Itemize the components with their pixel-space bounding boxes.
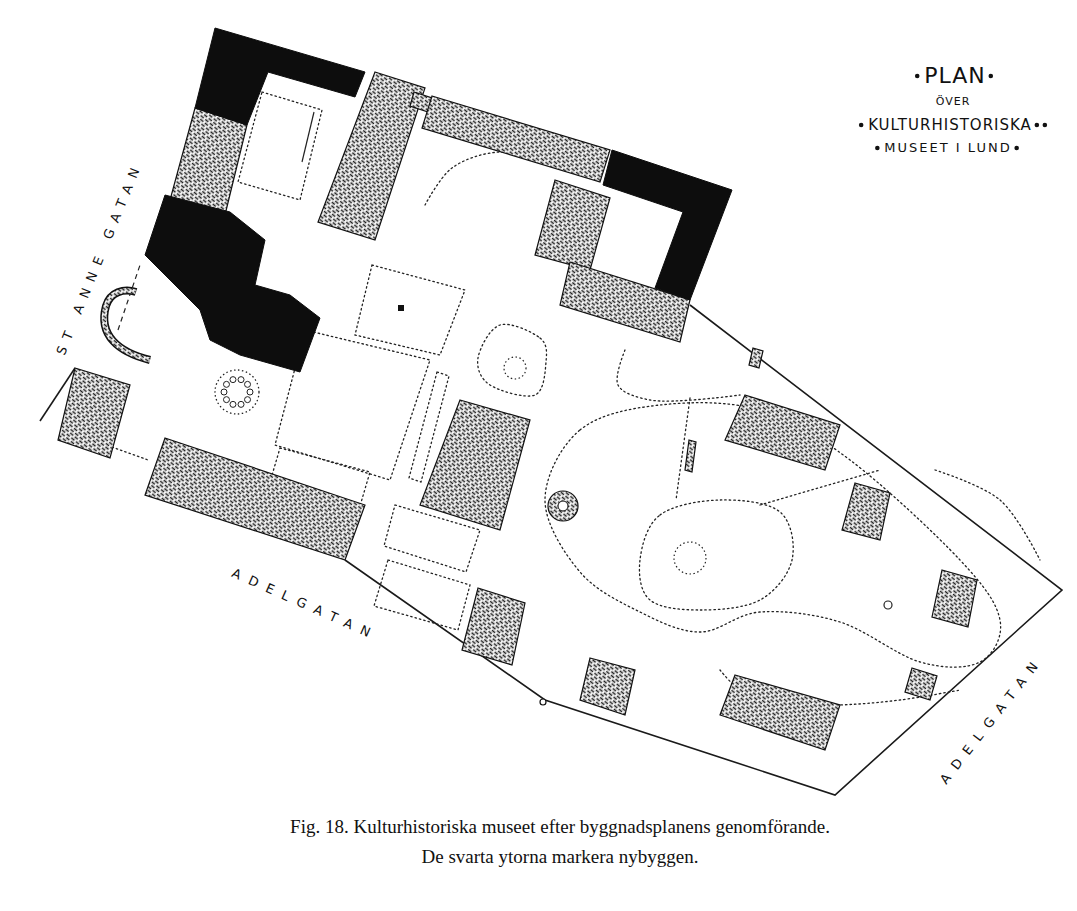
figure-caption: Fig. 18. Kulturhistoriska museet efter b… [287, 812, 833, 872]
hatched-building [905, 668, 937, 700]
garden-paths [112, 92, 1040, 709]
new-building [145, 195, 320, 372]
courtyard-line [302, 112, 314, 162]
site-boundary [345, 305, 1062, 795]
hatched-building [58, 368, 130, 458]
hatched-building [725, 395, 840, 470]
dotted-round [504, 357, 526, 379]
small-ornament [884, 601, 892, 609]
title-line: ÖVER [936, 96, 971, 108]
dotted-path [112, 447, 148, 460]
hatched-round [548, 491, 578, 521]
hatched-building [842, 483, 890, 540]
hatched-building [749, 348, 763, 368]
dotted-path [478, 324, 547, 396]
hatched-building [535, 180, 610, 270]
title-line: KULTURHISTORISKA [868, 117, 1032, 134]
dotted-path [639, 500, 793, 610]
fountain-stone [247, 389, 253, 395]
fountain-stone [223, 381, 229, 387]
hatched-building [420, 400, 530, 530]
boundary-lines [40, 305, 1062, 795]
street-name: ST ANNE GATAN [54, 159, 145, 358]
round-center [558, 501, 568, 511]
curved-wall-fill [104, 291, 150, 360]
hatched-building [720, 675, 840, 750]
fountain-stone [223, 397, 229, 403]
fountain-stone [238, 401, 244, 407]
title-dot [915, 74, 920, 79]
dotted-round [674, 542, 706, 574]
street-name: ADELGATAN [937, 653, 1046, 787]
dotted-path [935, 470, 1040, 560]
title-dot [875, 146, 880, 151]
title-dot [1035, 123, 1040, 128]
fountain-stone [230, 377, 236, 383]
fountain-stone [238, 377, 244, 383]
fountain-stone [221, 389, 227, 395]
street-name: ADELGATAN [230, 566, 381, 644]
fountain-stone [230, 401, 236, 407]
title-line: MUSEET I LUND [884, 141, 1011, 155]
ornaments [215, 305, 892, 705]
title-dot [1043, 123, 1048, 128]
title-dot [988, 74, 993, 79]
fountain-stone [245, 381, 251, 387]
new-buildings [145, 28, 732, 372]
title-dot [1014, 146, 1019, 151]
dashed-wall [118, 265, 140, 330]
fountain-stone [245, 397, 251, 403]
marker-square [398, 305, 404, 311]
title-text: PLAN [924, 64, 986, 88]
hatched-building [318, 72, 425, 240]
dotted-path [355, 265, 465, 355]
hatched-building [145, 438, 365, 560]
hatched-building [422, 96, 610, 182]
dotted-path [617, 350, 740, 401]
hatched-building [685, 440, 696, 472]
gate-post [540, 699, 546, 705]
hatched-building [580, 658, 635, 715]
old-buildings [58, 72, 977, 750]
new-building [195, 28, 365, 125]
hatched-building [932, 570, 977, 627]
dotted-path [374, 560, 470, 630]
hatched-building [462, 588, 525, 665]
curved-wall-outline [104, 291, 150, 360]
title-dot [859, 123, 864, 128]
fountain-ring [215, 370, 259, 414]
new-building [603, 150, 732, 300]
